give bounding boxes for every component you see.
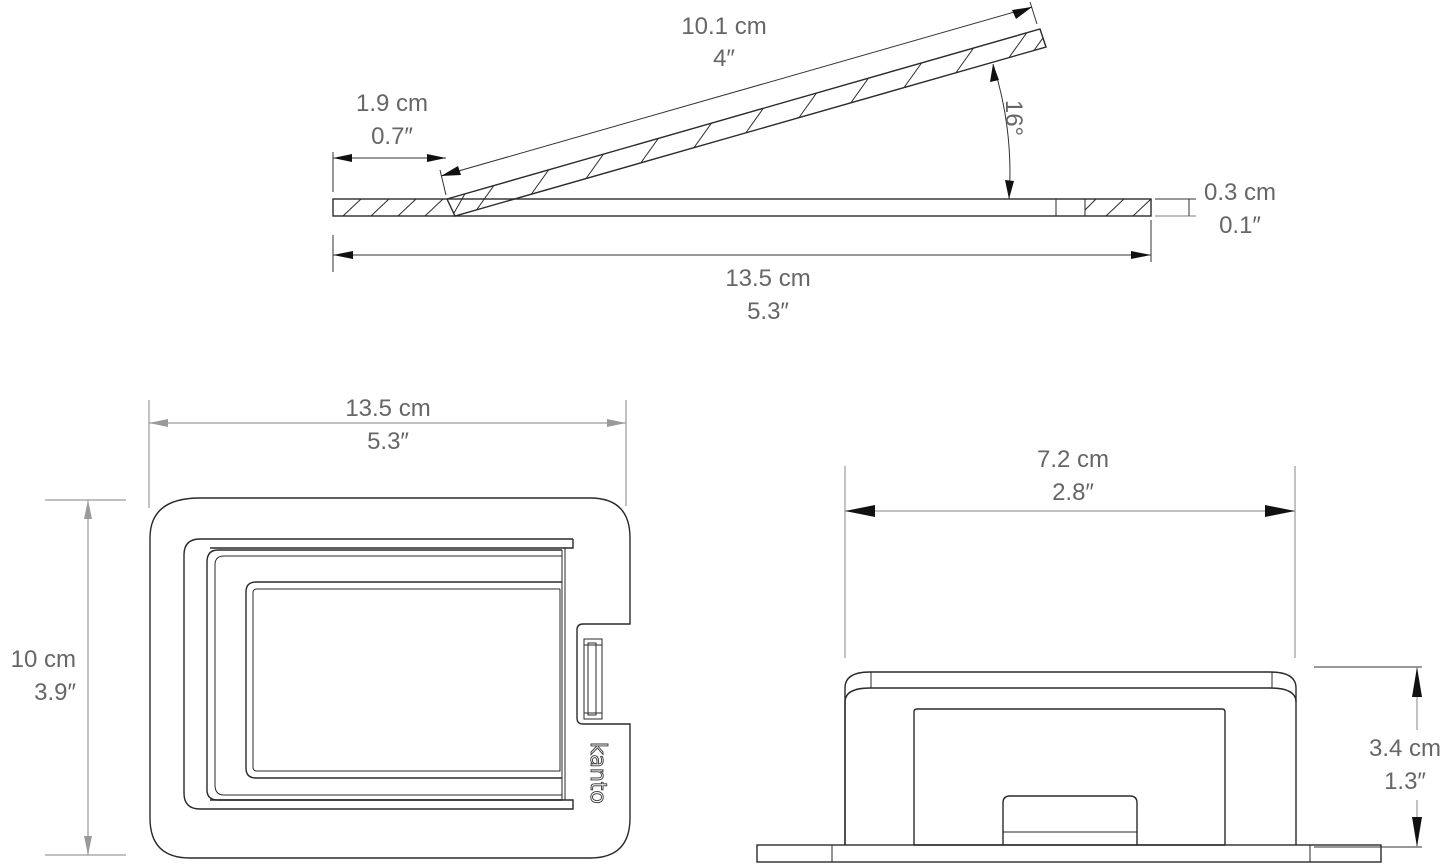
hatch-left [342,199,444,216]
thickness-cm: 0.3 cm [1204,179,1276,206]
front-width-in: 2.8″ [1052,479,1094,506]
front-lip-dimension: 1.9 cm 0.7″ [332,90,446,192]
tray-outline [183,538,574,810]
front-view: 7.2 cm 2.8″ 3.4 cm 1.3″ [756,446,1448,863]
front-base-plate [756,844,1382,863]
tilted-panel [446,28,1047,217]
hatch-right [1085,199,1151,216]
hatch-panel [449,29,1046,216]
side-view: 10.1 cm 4″ 1.9 cm 0.7″ 16° 0.3 cm 0.1″ [332,1,1276,325]
front-hinge-tab [1002,795,1138,845]
top-depth-cm: 10 cm [11,646,76,673]
screen-outline [245,581,562,779]
top-width-dimension: 13.5 cm 5.3″ [148,395,627,508]
top-depth-in: 3.9″ [34,679,76,706]
front-lip-cm: 1.9 cm [356,90,428,117]
front-inner-panel [913,708,1226,845]
front-height-in: 1.3″ [1384,768,1426,795]
top-depth-dimension: 10 cm 3.9″ [0,499,126,856]
base-length-in: 5.3″ [747,298,789,325]
base-length-cm: 13.5 cm [725,265,810,292]
front-width-cm: 7.2 cm [1037,446,1109,473]
front-height-dimension: 3.4 cm 1.3″ [1314,666,1448,848]
tilt-angle-label: 16° [1000,100,1027,136]
top-view: kanto 13.5 cm 5.3″ 10 cm 3.9″ [0,395,631,859]
front-width-dimension: 7.2 cm 2.8″ [844,446,1296,658]
kanto-logo: kanto [585,742,610,804]
panel-length-in: 4″ [713,45,735,72]
outer-body [149,497,631,859]
front-lip-in: 0.7″ [371,123,413,150]
base-length-dimension: 13.5 cm 5.3″ [332,220,1152,325]
panel-length-dimension: 10.1 cm 4″ [439,1,1038,196]
thickness-dimension: 0.3 cm 0.1″ [1155,179,1276,239]
hinge-slot [583,638,603,720]
thickness-in: 0.1″ [1219,212,1261,239]
tilt-angle-dimension: 16° [990,63,1027,200]
front-height-cm: 3.4 cm [1369,735,1441,762]
panel-length-cm: 10.1 cm [681,13,766,40]
top-width-cm: 13.5 cm [345,395,430,422]
top-width-in: 5.3″ [367,428,409,455]
base-plate [332,198,1152,217]
